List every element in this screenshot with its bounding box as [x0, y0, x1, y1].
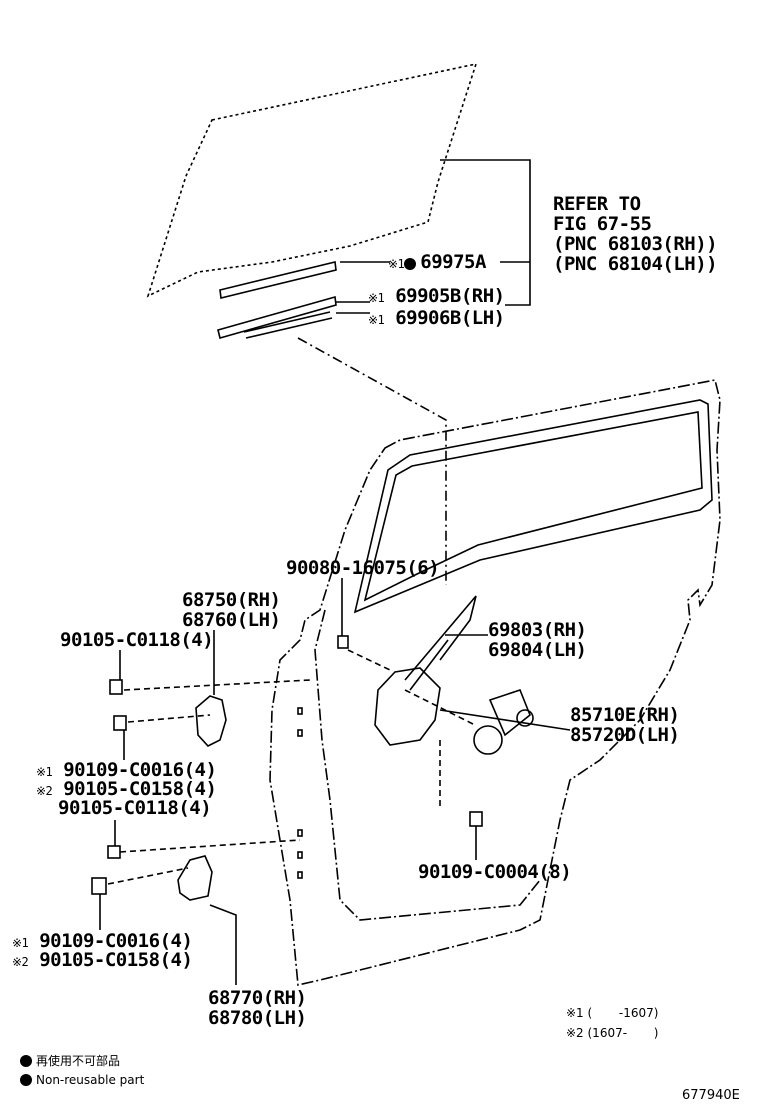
label-69905b: ※1 69905B(RH): [368, 285, 505, 307]
leader-69905b: [336, 301, 370, 314]
non-reusable-dot-icon: [404, 258, 417, 270]
motor-gear: [516, 709, 534, 727]
door-window-inner: [363, 411, 703, 602]
regulator-arm: [404, 595, 477, 691]
label-69906b: ※1 69906B(LH): [368, 307, 505, 329]
lower-hinge: [177, 855, 213, 901]
label-85720d: 85720D(LH): [570, 724, 680, 746]
label-90080: 90080-16075(6): [286, 557, 440, 579]
glass-run-69905b: [217, 295, 337, 339]
regulator-motor: [473, 725, 503, 755]
illustration-code: 677940E: [682, 1088, 740, 1103]
label-pnc-rh: (PNC 68103(RH)): [553, 233, 718, 255]
door-outer-frame: [269, 379, 721, 986]
refer-leader: [340, 159, 531, 306]
label-68760: 68760(LH): [182, 609, 281, 631]
label-refer-to: REFER TO: [553, 193, 641, 215]
bolt-90105-mid: [107, 845, 121, 859]
label-90109-c0004: 90109-C0004(8): [418, 861, 572, 883]
label-fig-ref: FIG 67-55: [553, 213, 652, 235]
legend-jp: 再使用不可部品: [20, 1052, 120, 1069]
label-90109-upper: ※1 90109-C0016(4): [36, 759, 217, 781]
label-leaders: [99, 578, 571, 985]
door-glass: [146, 62, 478, 298]
bolt-90080: [337, 635, 349, 649]
label-pnc-lh: (PNC 68104(LH)): [553, 253, 718, 275]
assembly-line: [297, 337, 447, 585]
bolt-90109-c0004: [469, 811, 483, 827]
bolt-90109-lower: [91, 877, 107, 895]
motor-body: [488, 689, 531, 737]
note-1: ※1 ( -1607): [566, 1006, 659, 1020]
bolt-dash-lines: [107, 649, 476, 885]
bolt-90105-upper: [109, 679, 123, 695]
label-68750: 68750(RH): [182, 589, 281, 611]
door-window-frame: [353, 399, 713, 614]
note-2: ※2 (1607- ): [566, 1026, 659, 1040]
label-68780: 68780(LH): [208, 1007, 307, 1029]
non-reusable-dot-icon: [20, 1074, 32, 1086]
bolt-90109-upper: [113, 715, 127, 731]
label-68770: 68770(RH): [208, 987, 307, 1009]
label-69803: 69803(RH): [488, 619, 587, 641]
label-90109-lower: ※1 90109-C0016(4): [12, 930, 193, 952]
window-regulator: [374, 667, 441, 746]
upper-hinge: [195, 695, 227, 747]
legend-en: Non-reusable part: [20, 1073, 144, 1087]
label-90105-c0158-upper: ※2 90105-C0158(4): [36, 778, 217, 800]
glass-run-inner: [243, 311, 333, 339]
glass-channel-69975a: [219, 261, 337, 299]
non-reusable-dot-icon: [20, 1055, 32, 1067]
label-90105-top: 90105-C0118(4): [60, 629, 214, 651]
door-holes: [297, 707, 303, 879]
label-85710e: 85710E(RH): [570, 704, 680, 726]
label-69804: 69804(LH): [488, 639, 587, 661]
label-90105-mid: 90105-C0118(4): [58, 797, 212, 819]
label-90105-c0158-lower: ※2 90105-C0158(4): [12, 949, 193, 971]
door-inner-panel: [314, 609, 541, 921]
